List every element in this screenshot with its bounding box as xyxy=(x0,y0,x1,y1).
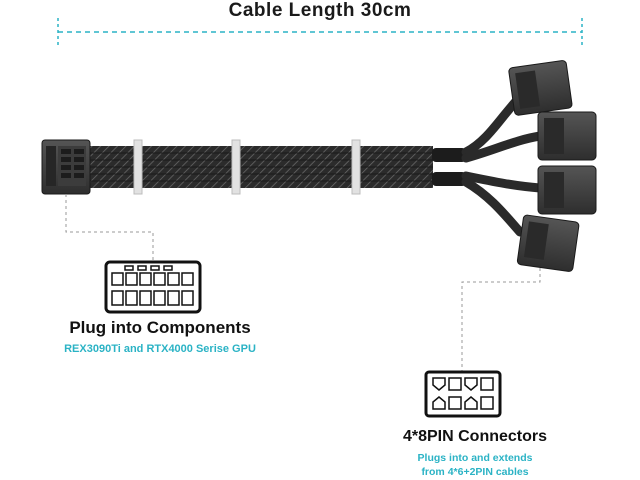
leader-line-left xyxy=(65,194,154,262)
8pin-connector xyxy=(537,165,597,215)
plug-into-components-label: Plug into Components xyxy=(69,318,251,337)
leader-line-right xyxy=(461,268,541,372)
cable-branches xyxy=(461,87,545,237)
8pin-connectors-label: 4*8PIN Connectors xyxy=(402,428,548,445)
heat-shrink-sleeve xyxy=(432,148,466,186)
cable-comb xyxy=(133,139,361,195)
8pin-pinout-icon xyxy=(424,370,502,418)
8pin-connector xyxy=(537,111,597,161)
12pin-pinout-icon xyxy=(104,260,202,314)
braided-cable-bundle xyxy=(88,146,433,188)
gpu-compatibility-label: REX3090Ti and RTX4000 Serise GPU xyxy=(64,343,256,355)
length-dimension-line xyxy=(57,18,583,46)
8pin-connector xyxy=(508,60,573,116)
diagram-title: Cable Length 30cm xyxy=(228,0,412,21)
extension-note-line2: from 4*6+2PIN cables xyxy=(421,466,529,478)
extension-note-line1: Plugs into and extends xyxy=(417,452,533,464)
8pin-connector xyxy=(516,214,580,272)
12pin-connector-plug xyxy=(41,139,91,195)
